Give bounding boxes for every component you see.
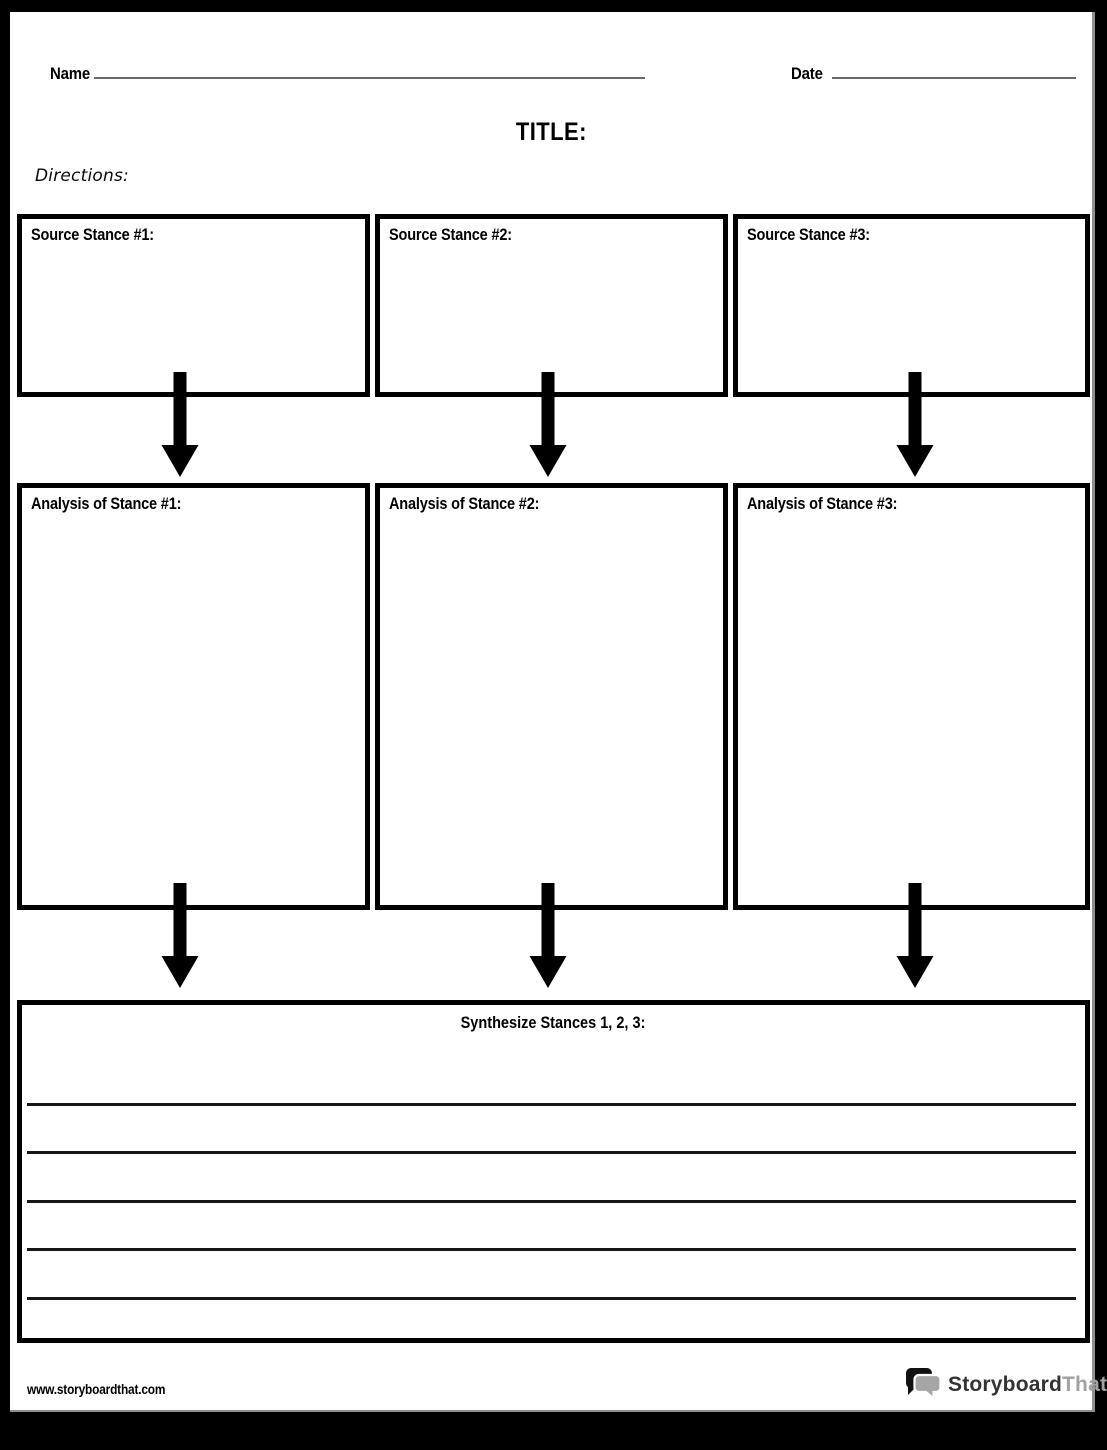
down-arrow-icon [161,883,199,989]
footer-url: www.storyboardthat.com [27,1382,166,1397]
down-arrow-icon [896,883,934,989]
writing-line [27,1200,1076,1203]
down-arrow-icon [161,372,199,478]
box-label: Source Stance #3: [747,226,870,244]
synthesis-label: Synthesize Stances 1, 2, 3: [461,1014,646,1032]
box-label: Analysis of Stance #1: [31,495,182,513]
box-label: Analysis of Stance #3: [747,495,898,513]
box-label: Analysis of Stance #2: [389,495,540,513]
box-label: Source Stance #2: [389,226,512,244]
analysis-box-2: Analysis of Stance #2: [375,483,728,910]
name-line [94,77,645,79]
analysis-box-1: Analysis of Stance #1: [17,483,370,910]
source-stance-box-1: Source Stance #1: [17,214,370,397]
page-title: TITLE: [515,118,587,146]
source-stance-box-2: Source Stance #2: [375,214,728,397]
logo-text-that: That [1062,1373,1107,1396]
worksheet-page: Name Date TITLE: Directions: Source Stan… [10,12,1107,1412]
down-arrow-icon [529,883,567,989]
logo-text-storyboard: Storyboard [948,1373,1063,1396]
directions-label: Directions: [35,166,129,186]
down-arrow-icon [896,372,934,478]
date-label: Date [791,64,823,83]
source-stance-box-3: Source Stance #3: [733,214,1090,397]
speech-bubbles-icon [903,1365,943,1406]
box-label: Source Stance #1: [31,226,154,244]
logo-text: StoryboardThat [948,1373,1107,1397]
writing-line [27,1103,1076,1106]
writing-line [27,1297,1076,1300]
storyboardthat-logo: StoryboardThat [903,1365,1107,1405]
name-label: Name [50,64,91,83]
writing-line [27,1248,1076,1251]
analysis-box-3: Analysis of Stance #3: [733,483,1090,910]
synthesis-box: Synthesize Stances 1, 2, 3: [17,1000,1090,1343]
date-line [832,77,1076,79]
writing-line [27,1151,1076,1154]
down-arrow-icon [529,372,567,478]
